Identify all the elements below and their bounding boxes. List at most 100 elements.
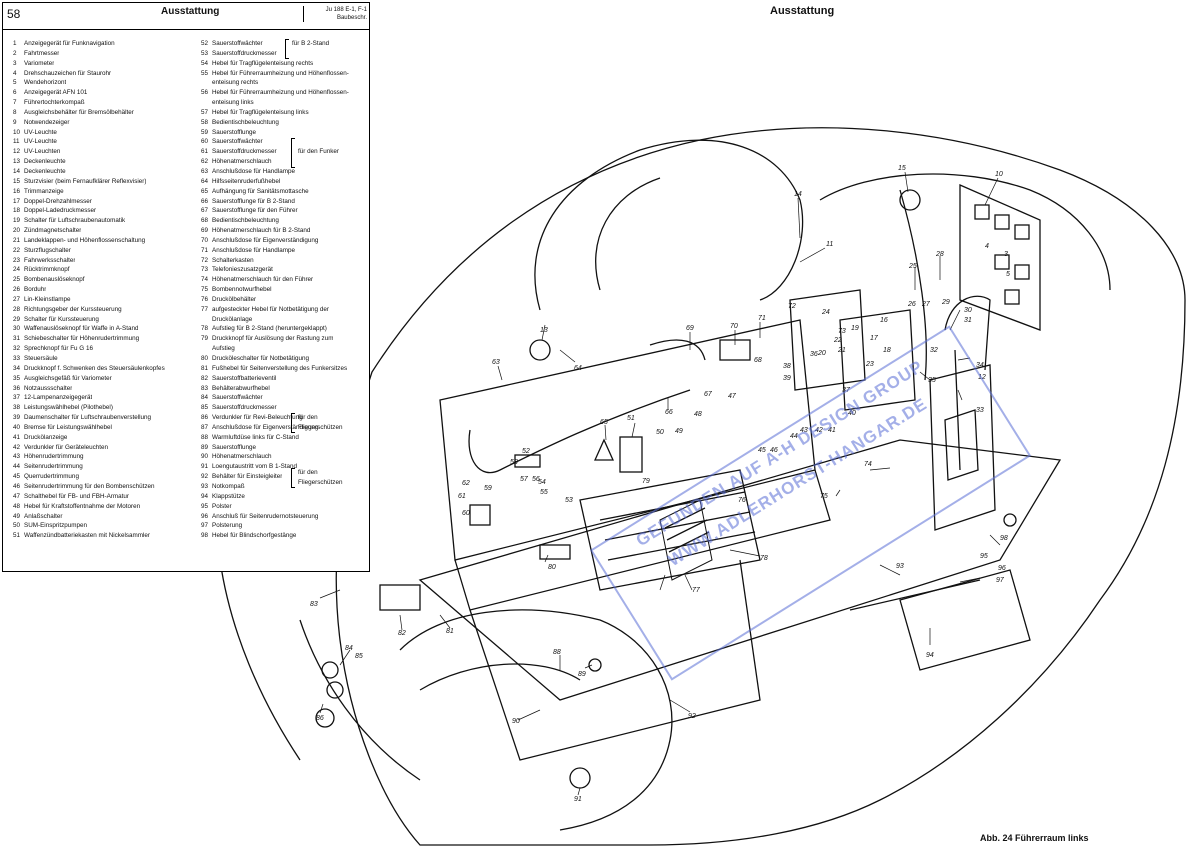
callout-98: 98 <box>1000 535 1008 542</box>
legend-item-number: 91 <box>201 463 209 471</box>
legend-item-number: 61 <box>201 148 209 156</box>
legend-item-number: 45 <box>13 473 21 481</box>
reference-line-2: Baubeschr. <box>336 15 367 21</box>
legend-item-number: 51 <box>13 532 21 540</box>
legend-item-text: Druckölanzeige <box>24 433 68 441</box>
legend-item-text: Steuersäule <box>24 355 58 362</box>
legend-item-number: 95 <box>201 502 209 510</box>
callout-41: 41 <box>828 427 836 434</box>
legend-item: enteisung links <box>201 98 366 108</box>
legend-item-text: Anschlußdose für Eigenverständigung <box>212 423 319 431</box>
legend-item-text: Trimmanzeige <box>24 187 64 195</box>
legend-item-text: Drucköleschalter für Notbetätigung <box>212 355 309 362</box>
callout-78: 78 <box>760 555 768 562</box>
legend-item-text: Waffenzündbatteriekasten mit Nickelsamml… <box>24 532 150 540</box>
legend-item-text: Hebel für Kraftstoffentnahme der Motoren <box>24 502 141 510</box>
legend-item-text: Sauerstofflunge <box>212 443 256 451</box>
legend-item-text: Drehschauzeichen für Staurohr <box>24 69 112 77</box>
legend-item-text: aufgesteckter Hebel für Notbetätigung de… <box>212 305 329 313</box>
legend-item-number: 27 <box>13 295 21 303</box>
legend-item-number: 25 <box>13 276 21 284</box>
legend-item-text: Fußhebel für Seitenverstellung des Funke… <box>212 364 348 372</box>
legend-item-text: Daumenschalter für Luftschraubenverstell… <box>24 414 152 422</box>
legend-item-number: 76 <box>201 295 209 303</box>
legend-item-text: Behälterabwurfhebel <box>212 384 270 392</box>
callout-92: 92 <box>688 713 696 720</box>
legend-item-text: Aufhängung für Sanitätsmottasche <box>212 187 309 195</box>
legend-item-text: Warmluftdüse links für C-Stand <box>212 433 299 441</box>
legend-item-number: 97 <box>201 522 209 530</box>
legend-item-text: Richtungsgeber der Kurssteuerung <box>24 305 122 313</box>
callout-66: 66 <box>665 409 673 416</box>
callout-85: 85 <box>355 653 363 660</box>
legend-item-number: 88 <box>201 433 209 441</box>
legend-item-number: 63 <box>201 167 209 175</box>
callout-67: 67 <box>704 391 713 398</box>
legend-item-number: 64 <box>201 177 209 185</box>
legend-item-text: Lin-Kleinstlampe <box>24 295 71 303</box>
legend-item-number: 19 <box>13 217 21 225</box>
callout-19: 19 <box>851 325 859 332</box>
legend-item-text: Sauerstoffdruckmesser <box>212 404 277 412</box>
callout-47: 47 <box>728 393 737 400</box>
callout-84: 84 <box>345 645 353 652</box>
callout-76: 76 <box>738 497 746 504</box>
callout-86: 86 <box>316 715 324 722</box>
legend-item-number: 67 <box>201 207 209 215</box>
legend-item-text: enteisung links <box>212 99 254 107</box>
legend-item-text: 12-Lampenanzeigegerät <box>24 394 93 402</box>
legend-item-number: 11 <box>13 138 20 146</box>
legend-item-number: 98 <box>201 532 209 540</box>
callout-44: 44 <box>790 433 798 440</box>
callout-91: 91 <box>574 796 582 803</box>
legend-item-text: Ausgleichsgefäß für Variometer <box>24 374 112 382</box>
legend-item-text: Fahrtmesser <box>24 49 60 57</box>
callout-48: 48 <box>694 411 702 418</box>
legend-item-number: 22 <box>13 246 21 254</box>
legend-item-number: 2 <box>13 49 17 57</box>
legend-item-text: Führertochterkompaß <box>24 99 85 107</box>
legend-item-number: 58 <box>201 118 209 126</box>
legend-item: Aufstieg <box>201 344 366 354</box>
legend-item-number: 1 <box>13 40 17 47</box>
legend-item-text: Polster <box>212 502 232 510</box>
callout-39: 39 <box>783 375 791 382</box>
legend-item-number: 92 <box>201 473 209 481</box>
legend-item-text: Doppel-Drehzahlmesser <box>24 197 92 205</box>
callout-90: 90 <box>512 718 520 725</box>
legend-item-number: 54 <box>201 59 209 67</box>
legend-item-text: Sauerstofflunge für den Führer <box>212 207 298 215</box>
legend-item-text: Sauerstoffbatterieventil <box>212 374 277 382</box>
callout-32: 32 <box>930 347 938 354</box>
legend-item-number: 75 <box>201 286 209 294</box>
callout-68: 68 <box>754 357 762 364</box>
legend-item-text: Anzeigegerät für Funknavigation <box>24 40 115 47</box>
callout-56: 56 <box>532 476 540 483</box>
legend-item-number: 30 <box>13 325 21 333</box>
legend-item-number: 29 <box>13 315 21 323</box>
